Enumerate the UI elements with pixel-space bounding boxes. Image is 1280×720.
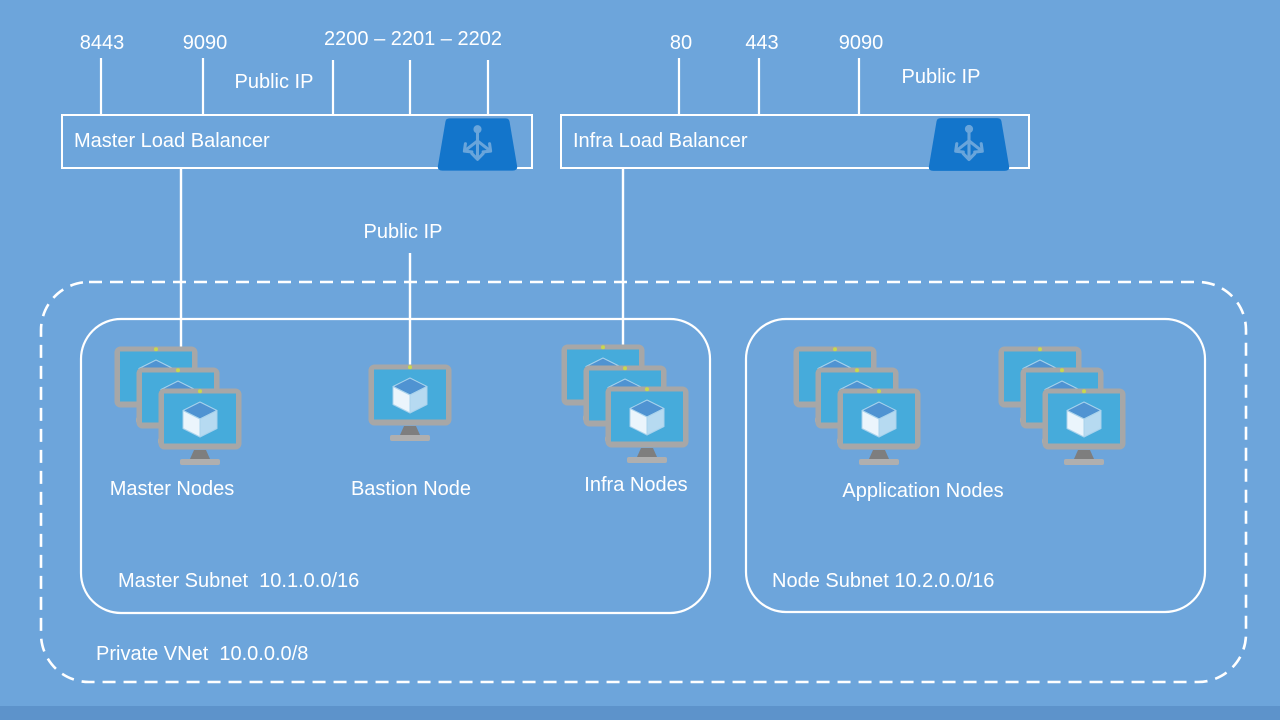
node-subnet-label: Node Subnet 10.2.0.0/16	[772, 570, 995, 592]
private-vnet-label: Private VNet 10.0.0.0/8	[96, 643, 309, 665]
port-connector-lines	[99, 58, 861, 114]
master-subnet-boundary	[79, 317, 712, 615]
master-load-balancer-label: Master Load Balancer	[74, 130, 270, 152]
bottom-strip	[0, 706, 1280, 720]
application-nodes-cluster-1	[793, 346, 921, 471]
infra-nodes-label: Infra Nodes	[584, 474, 688, 496]
master-load-balancer-box: Master Load Balancer	[61, 114, 533, 169]
application-nodes-cluster-2	[998, 346, 1126, 471]
application-nodes-label: Application Nodes	[842, 480, 1004, 502]
master-port-8443: 8443	[79, 32, 125, 54]
drop-connector-lines	[179, 168, 625, 372]
infra-public-ip-label: Public IP	[901, 66, 981, 88]
infra-port-443: 443	[745, 32, 779, 54]
infra-port-9090: 9090	[838, 32, 884, 54]
infra-load-balancer-box: Infra Load Balancer	[560, 114, 1030, 169]
load-balancer-icon	[437, 117, 518, 172]
infra-port-80: 80	[669, 32, 693, 54]
vm-icon	[837, 388, 921, 466]
infra-load-balancer-label: Infra Load Balancer	[573, 130, 748, 152]
vm-icon	[368, 364, 452, 442]
master-nodes-cluster	[114, 346, 242, 471]
master-port-9090: 9090	[182, 32, 228, 54]
bastion-public-ip-label: Public IP	[363, 221, 443, 243]
vm-icon	[1042, 388, 1126, 466]
bastion-node-cluster	[368, 364, 452, 447]
node-subnet-boundary	[744, 317, 1207, 614]
vm-icon	[605, 386, 689, 464]
master-public-ip-label: Public IP	[234, 71, 314, 93]
bastion-node-label: Bastion Node	[350, 478, 472, 500]
vnet-boundary	[39, 280, 1248, 684]
load-balancer-icon	[928, 117, 1010, 172]
infra-nodes-cluster	[561, 344, 689, 469]
vm-icon	[158, 388, 242, 466]
master-nodes-label: Master Nodes	[109, 478, 235, 500]
master-port-range-2200-2202: 2200 – 2201 – 2202	[324, 28, 502, 50]
master-subnet-label: Master Subnet 10.1.0.0/16	[118, 570, 360, 592]
